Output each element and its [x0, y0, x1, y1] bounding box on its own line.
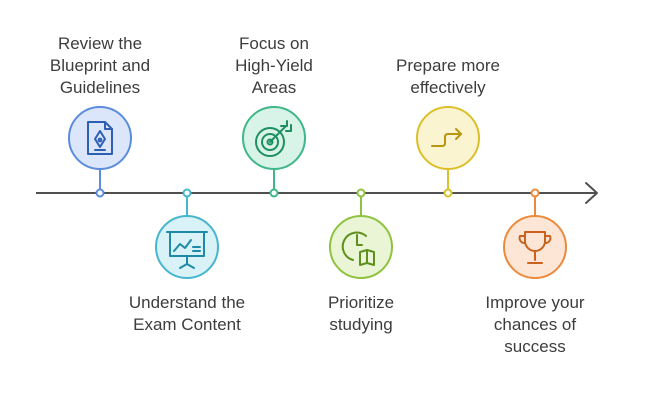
- trophy-icon: [518, 231, 552, 264]
- pen-document-icon: [87, 121, 113, 155]
- step-4-label: Prioritize studying: [327, 293, 395, 334]
- step-1-review-blueprint: [68, 106, 132, 198]
- step-3-label: Focus on High-Yield Areas: [235, 34, 313, 97]
- step-2-label: Understand the Exam Content: [128, 293, 246, 334]
- step-3-focus-high-yield: [242, 106, 306, 198]
- step-5-prepare: [416, 106, 480, 198]
- step-6-label: Improve your chances of success: [485, 293, 585, 356]
- step-6-improve: [503, 188, 567, 279]
- step-5-label: Prepare more effectively: [396, 56, 500, 97]
- step-5-icon-circle: [416, 106, 480, 170]
- step-2-understand-exam: [155, 188, 219, 279]
- step-6-marker: [530, 188, 540, 198]
- step-1-marker: [95, 188, 105, 198]
- step-4-marker: [356, 188, 366, 198]
- step-5-marker: [443, 188, 453, 198]
- target-arrow-icon: [255, 120, 292, 157]
- step-3-marker: [269, 188, 279, 198]
- step-4-prioritize: [329, 188, 393, 279]
- step-6-icon-circle: [503, 215, 567, 279]
- step-arrow-icon: [431, 128, 462, 147]
- step-2-marker: [182, 188, 192, 198]
- presentation-chart-icon: [166, 231, 208, 269]
- timeline-arrowhead: [585, 182, 598, 204]
- step-4-icon-circle: [329, 215, 393, 279]
- step-1-label: Review the Blueprint and Guidelines: [49, 34, 151, 97]
- clock-book-icon: [341, 231, 375, 266]
